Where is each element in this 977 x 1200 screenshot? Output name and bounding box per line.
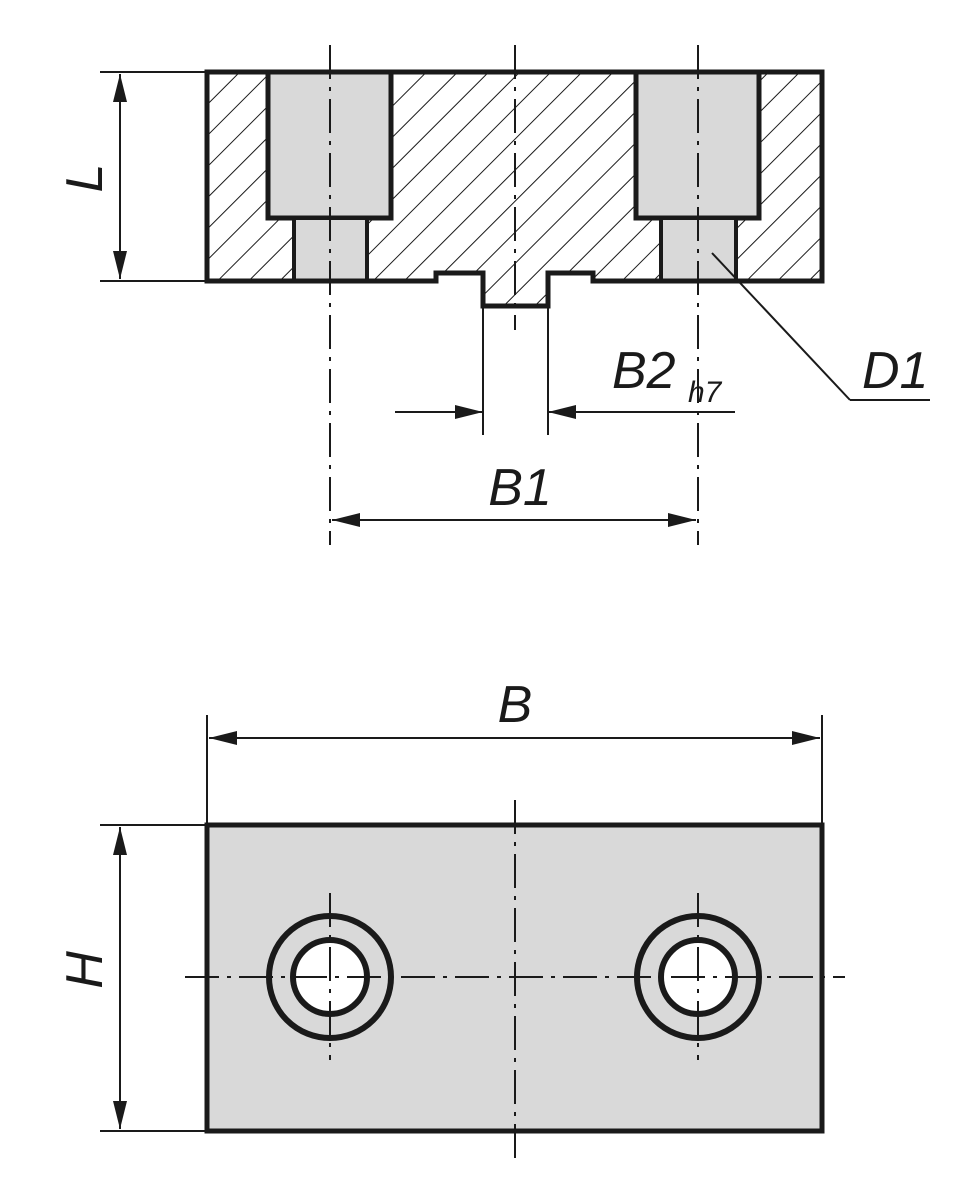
dimension-l — [100, 71, 207, 282]
label-b: B — [498, 676, 533, 734]
label-d1: D1 — [862, 342, 928, 400]
label-l: L — [56, 164, 114, 193]
plan-view: B H — [56, 676, 845, 1158]
dimension-b — [206, 715, 823, 825]
label-h7: h7 — [688, 376, 723, 409]
label-b2: B2 — [612, 342, 676, 400]
section-centerlines — [329, 45, 699, 545]
section-view: L B2 h7 D1 B1 — [56, 45, 930, 545]
leader-d1 — [711, 252, 930, 401]
dimension-b2 — [395, 306, 735, 435]
label-b1: B1 — [488, 459, 552, 517]
label-h: H — [56, 951, 114, 989]
plan-centerlines — [185, 800, 845, 1158]
dimension-h — [100, 824, 207, 1132]
